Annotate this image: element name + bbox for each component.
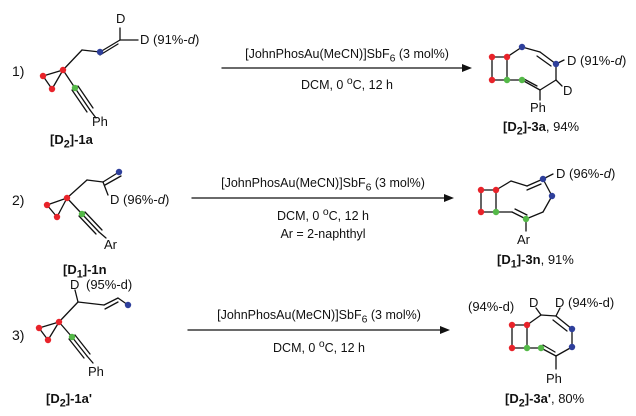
atom-blue (124, 301, 132, 309)
atom-green (537, 344, 545, 352)
atom-green (71, 84, 79, 92)
reaction-number: 2) (12, 192, 25, 208)
atom-green (492, 208, 500, 216)
deuterium-percent-label: D (91%-d) (567, 53, 627, 68)
compound-label: [D2]-3a, 94% (503, 119, 580, 138)
atom-red (55, 318, 63, 326)
atom-red (503, 53, 511, 61)
compound-label: [D2]-3a', 80% (505, 391, 585, 410)
reaction-arrow-1 (221, 64, 472, 72)
atom-blue (539, 175, 547, 183)
atom-red (35, 324, 43, 332)
compound-label: [D1]-3n, 91% (497, 252, 574, 271)
atom-red (488, 76, 496, 84)
atom-red (477, 208, 485, 216)
deuterium-label: D (555, 295, 565, 310)
deuterium-label: D (563, 83, 573, 98)
atom-green (503, 76, 511, 84)
substrate-1a-prime-structure (35, 289, 132, 364)
atom-red (63, 194, 71, 202)
aryl-label: Ar (517, 232, 530, 247)
compound-label: [D1]-1n (63, 262, 107, 281)
catalyst-label: [JohnPhosAu(MeCN)]SbF6 (3 mol%) (221, 176, 425, 194)
atom-red (477, 186, 485, 194)
atom-red (508, 344, 516, 352)
atom-red (59, 66, 67, 74)
compound-label: [D2]-1a (50, 132, 93, 151)
catalyst-label: [JohnPhosAu(MeCN)]SbF6 (3 mol%) (217, 308, 421, 326)
substrate-1a-structure (39, 27, 139, 119)
phenyl-label: Ph (88, 364, 104, 379)
atom-red (523, 321, 531, 329)
conditions-label: DCM, 0 oC, 12 h (301, 76, 393, 93)
phenyl-label: Ph (546, 371, 562, 386)
atom-green (518, 76, 526, 84)
conditions-label: DCM, 0 oC, 12 h (273, 339, 365, 356)
deuterium-label: D (529, 295, 539, 310)
substrate-1n-structure (43, 168, 123, 239)
catalyst-label: [JohnPhosAu(MeCN)]SbF6 (3 mol%) (245, 47, 449, 65)
aryl-label: Ar (104, 237, 117, 252)
reaction-number: 3) (12, 327, 25, 343)
atom-blue (115, 168, 123, 176)
product-3a-structure (488, 43, 565, 101)
deuterium-percent-label: D (96%-d) (110, 192, 170, 207)
atom-red (48, 85, 56, 93)
deuterium-percent-label: (95%-d) (86, 277, 133, 292)
atom-green (523, 344, 531, 352)
reaction-arrow-2 (191, 194, 454, 202)
deuterium-percent-label: D (96%-d) (556, 166, 616, 181)
atom-red (39, 72, 47, 80)
atom-red (43, 201, 51, 209)
deuterium-label: D (70, 277, 80, 292)
phenyl-label: Ph (530, 100, 546, 115)
atom-red (53, 213, 61, 221)
product-3n-structure (477, 173, 556, 232)
compound-label: [D2]-1a' (46, 391, 92, 410)
atom-blue (518, 43, 526, 51)
conditions-label: DCM, 0 oC, 12 h (277, 207, 369, 224)
deuterium-percent-label: D (91%-d) (140, 32, 200, 47)
atom-blue (548, 192, 556, 200)
atom-blue (552, 60, 560, 68)
atom-red (508, 321, 516, 329)
phenyl-label: Ph (92, 114, 108, 129)
atom-blue (568, 343, 576, 351)
atom-red (492, 186, 500, 194)
product-3a-prime-structure (508, 307, 576, 370)
atom-blue (568, 325, 576, 333)
atom-red (488, 53, 496, 61)
aryl-definition-label: Ar = 2-naphthyl (280, 227, 366, 241)
deuterium-percent-label: (94%-d) (468, 299, 515, 314)
atom-green (522, 215, 530, 223)
atom-green (78, 210, 86, 218)
deuterium-label: D (116, 11, 126, 26)
atom-blue (96, 48, 104, 56)
atom-green (68, 333, 76, 341)
reaction-arrow-3 (187, 326, 450, 334)
atom-red (44, 336, 52, 344)
deuterium-percent-label: (94%-d) (568, 295, 615, 310)
reaction-number: 1) (12, 63, 25, 79)
